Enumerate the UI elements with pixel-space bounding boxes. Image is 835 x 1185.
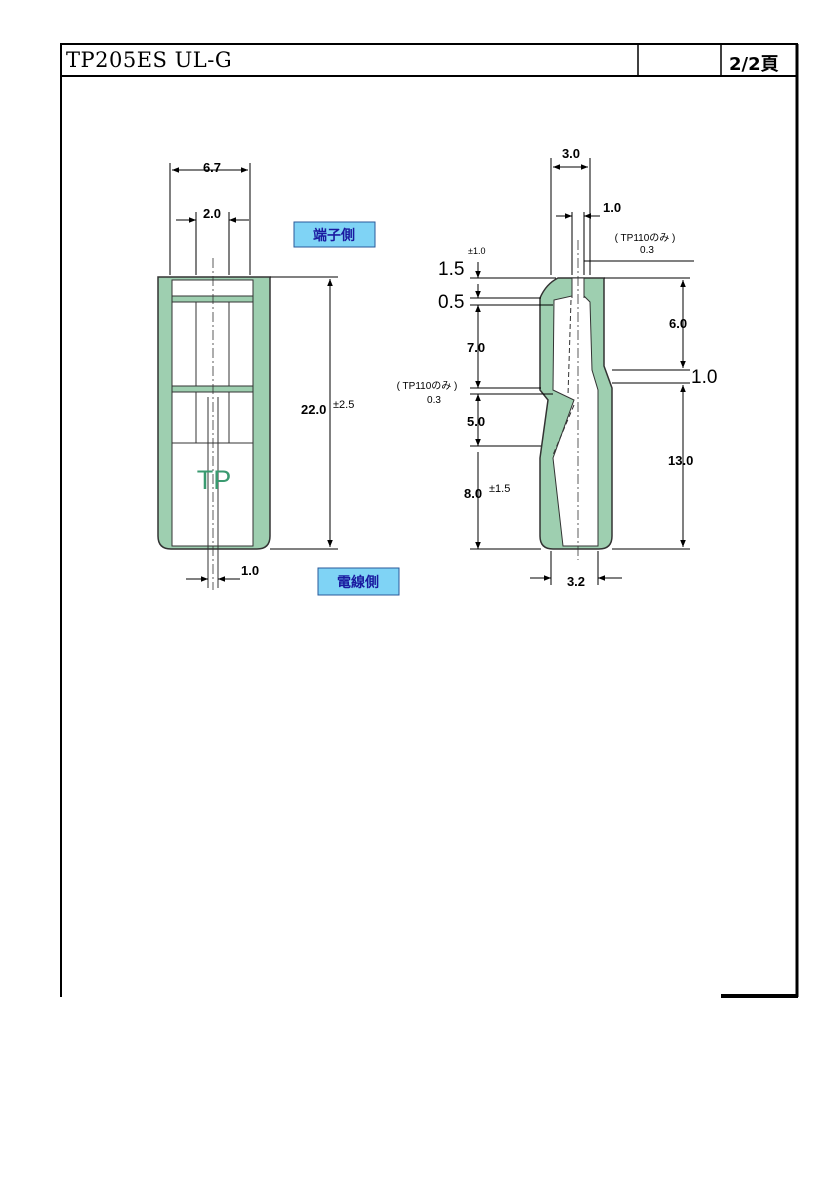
wire-side-label-box <box>317 567 400 596</box>
front-view: TP 6.7 2.0 22.0 ±2.5 1.0 端子側 電線側 <box>157 160 400 596</box>
side-inner-channel <box>552 277 599 547</box>
front-dim-length-tol: ±2.5 <box>333 399 354 411</box>
side-dim-8-0-tol: ±1.5 <box>489 483 510 495</box>
side-dim-6-0: 6.0 <box>669 316 687 331</box>
side-dim-1-5-tol: ±1.0 <box>468 246 485 256</box>
side-dim-5-0: 5.0 <box>467 414 485 429</box>
wire-side-label: 電線側 <box>337 574 379 590</box>
front-dim-slot: 2.0 <box>203 206 221 221</box>
front-mark-tp: TP <box>197 465 232 495</box>
side-note-mid-line1: ( TP110のみ ) <box>397 381 458 392</box>
side-dim-8-0: 8.0 <box>464 486 482 501</box>
terminal-side-label: 端子側 <box>313 227 355 243</box>
side-dim-gap: 1.0 <box>603 200 621 215</box>
side-dim-0-5: 0.5 <box>438 292 464 313</box>
front-dim-wire: 1.0 <box>241 563 259 578</box>
side-dim-7-0: 7.0 <box>467 340 485 355</box>
drawing-title: TP205ES UL-G <box>66 48 233 72</box>
front-dim-length: 22.0 <box>301 402 326 417</box>
side-dim-13-0: 13.0 <box>668 453 693 468</box>
side-dim-bottom-width: 3.2 <box>567 574 585 589</box>
page-number: 2/2頁 <box>729 54 779 75</box>
side-dim-top-width: 3.0 <box>562 146 580 161</box>
side-dim-1-5: 1.5 <box>438 259 464 280</box>
terminal-side-label-box <box>293 221 376 248</box>
side-view: 3.0 1.0 ( TP110のみ ) 0.3 1.5 ±1.0 0.5 7.0… <box>397 146 718 589</box>
side-note-mid-line2: 0.3 <box>427 395 441 406</box>
title-frame <box>60 43 799 998</box>
front-dim-width: 6.7 <box>203 160 221 175</box>
side-note-gap-line1: ( TP110のみ ) <box>615 233 676 244</box>
side-dim-1-0-right: 1.0 <box>691 367 717 388</box>
side-note-gap-line2: 0.3 <box>640 245 654 256</box>
